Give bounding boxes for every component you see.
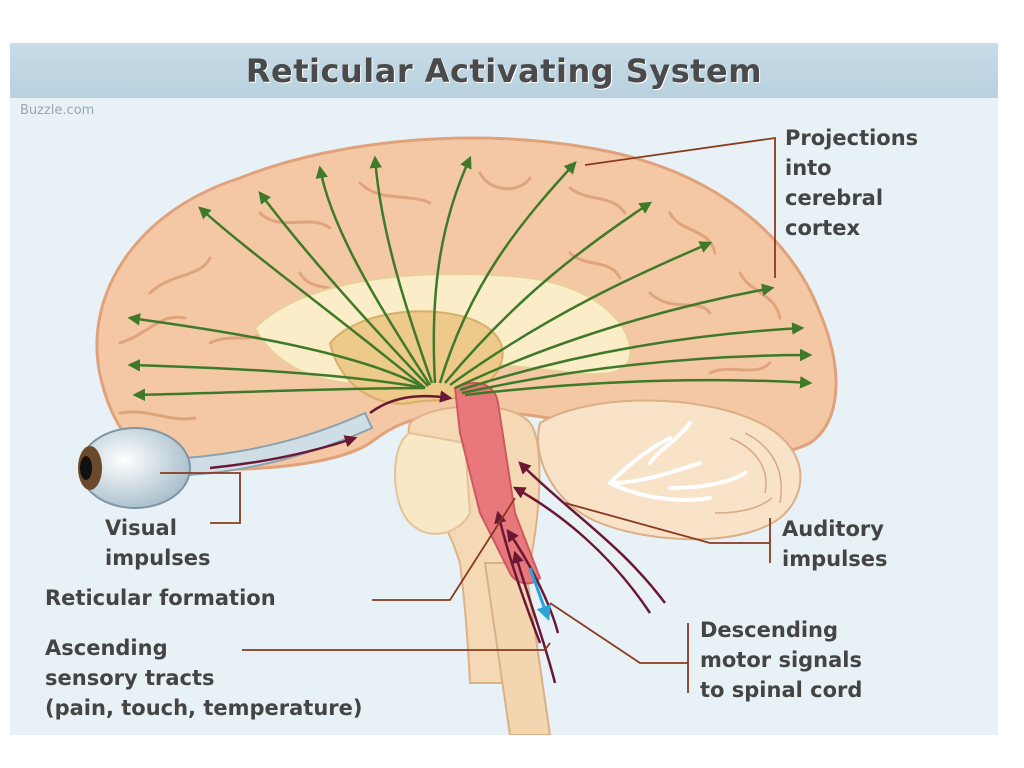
source-credit: Buzzle.com (20, 103, 95, 118)
label-line: (pain, touch, temperature) (45, 696, 363, 720)
title-bar: Reticular Activating System (10, 43, 998, 98)
brain-diagram (78, 136, 838, 735)
label-line: Ascending (45, 636, 168, 660)
sensory-arrows (209, 390, 666, 684)
label-reticular: Reticular formation (45, 583, 276, 613)
label-line: Reticular formation (45, 586, 276, 610)
label-line: motor signals (700, 648, 862, 672)
diagram-title: Reticular Activating System (245, 51, 763, 90)
label-line: into (785, 156, 832, 180)
label-line: to spinal cord (700, 678, 863, 702)
label-auditory: Auditory impulses (782, 514, 888, 574)
label-ascending: Ascending sensory tracts (pain, touch, t… (45, 633, 363, 723)
projection-arrows (127, 155, 813, 402)
optic-nerve (183, 411, 374, 477)
label-line: sensory tracts (45, 666, 215, 690)
leader-lines (160, 136, 776, 693)
label-line: Projections (785, 126, 919, 150)
cerebellum (537, 399, 802, 541)
label-visual: Visual impulses (105, 513, 211, 573)
label-line: Auditory (782, 517, 884, 541)
label-line: impulses (105, 546, 211, 570)
label-line: Descending (700, 618, 839, 642)
label-projections: Projections into cerebral cortex (785, 123, 918, 243)
motor-arrow (528, 567, 551, 621)
label-descending: Descending motor signals to spinal cord (700, 615, 862, 705)
label-line: Visual (105, 516, 177, 540)
label-line: cerebral (785, 186, 884, 210)
diagram-figure: Reticular Activating System Buzzle.com P… (10, 43, 998, 735)
eye (78, 427, 191, 509)
pons (394, 431, 472, 535)
label-line: impulses (782, 547, 888, 571)
label-line: cortex (785, 216, 861, 240)
